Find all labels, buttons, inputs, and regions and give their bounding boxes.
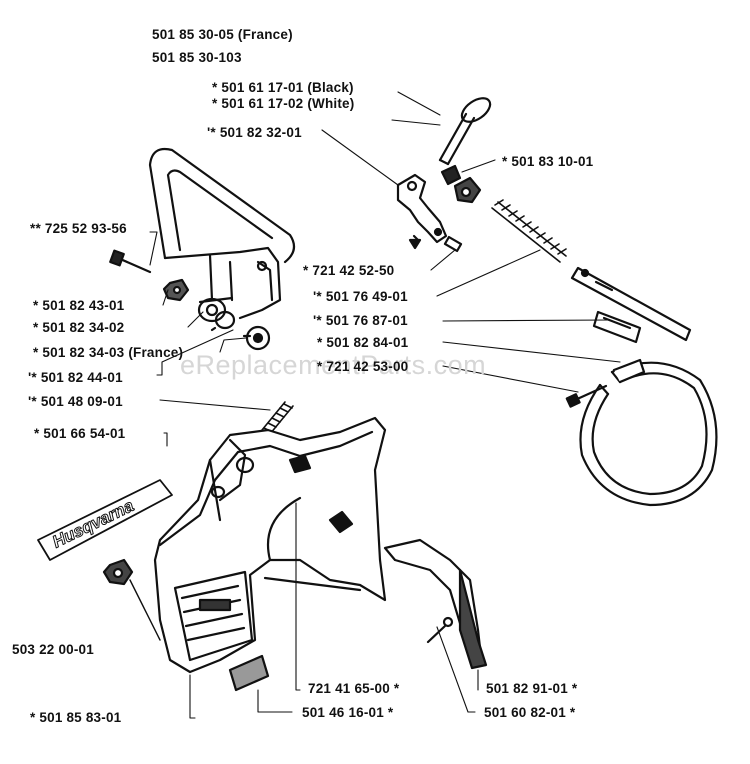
hand-guard [148, 147, 296, 320]
clutch-cover [153, 416, 387, 674]
leader-lines [149, 91, 621, 719]
part-label: * 501 82 84-01 [317, 335, 409, 350]
part-label: 501 46 16-01 * [302, 705, 394, 720]
part-label: 503 22 00-01 [12, 642, 94, 657]
nut-part [162, 278, 190, 302]
part-label: 501 85 30-103 [152, 50, 242, 65]
brake-link [570, 266, 692, 342]
part-label: '* 501 82 44-01 [28, 370, 123, 385]
brake-knob [438, 97, 492, 166]
part-label: * 721 42 52-50 [303, 263, 395, 278]
cover-block [228, 654, 270, 692]
part-label: * 721 42 53-00 [317, 359, 409, 374]
part-label: 501 60 82-01 * [484, 705, 576, 720]
part-label: ** 725 52 93-56 [30, 221, 127, 236]
part-label: '* 501 48 09-01 [28, 394, 123, 409]
hand-guard-screw [109, 249, 152, 274]
part-label: * 501 82 34-02 [33, 320, 125, 335]
lever-parts [197, 296, 271, 351]
bracket-part [592, 310, 642, 344]
part-label: 501 85 30-05 (France) [152, 27, 293, 42]
part-label: * 501 83 10-01 [502, 154, 594, 169]
part-label: '* 501 76 49-01 [313, 289, 408, 304]
band-screw [565, 384, 608, 408]
part-label: * 501 66 54-01 [34, 426, 126, 441]
part-label: 501 82 91-01 * [486, 681, 578, 696]
part-label: * 501 61 17-01 (Black) [212, 80, 354, 95]
part-label: * 501 85 83-01 [30, 710, 122, 725]
cover-nut [102, 558, 161, 641]
brand-text: Husqvarna [49, 496, 136, 552]
husqvarna-decal: Husqvarna [37, 479, 173, 561]
part-label: * 501 61 17-02 (White) [212, 96, 355, 111]
brake-lever [396, 173, 448, 250]
pin-part [443, 235, 463, 253]
bushing-parts [440, 164, 482, 204]
part-label: 721 41 65-00 * [308, 681, 400, 696]
part-label: '* 501 76 87-01 [313, 313, 408, 328]
part-label: '* 501 82 32-01 [207, 125, 302, 140]
brake-spring [491, 199, 567, 263]
watermark: eReplacementParts.com [180, 350, 487, 380]
part-label: * 501 82 43-01 [33, 298, 125, 313]
chain-guide [383, 538, 488, 670]
part-label: * 501 82 34-03 (France) [33, 345, 184, 360]
brake-band [579, 358, 718, 507]
